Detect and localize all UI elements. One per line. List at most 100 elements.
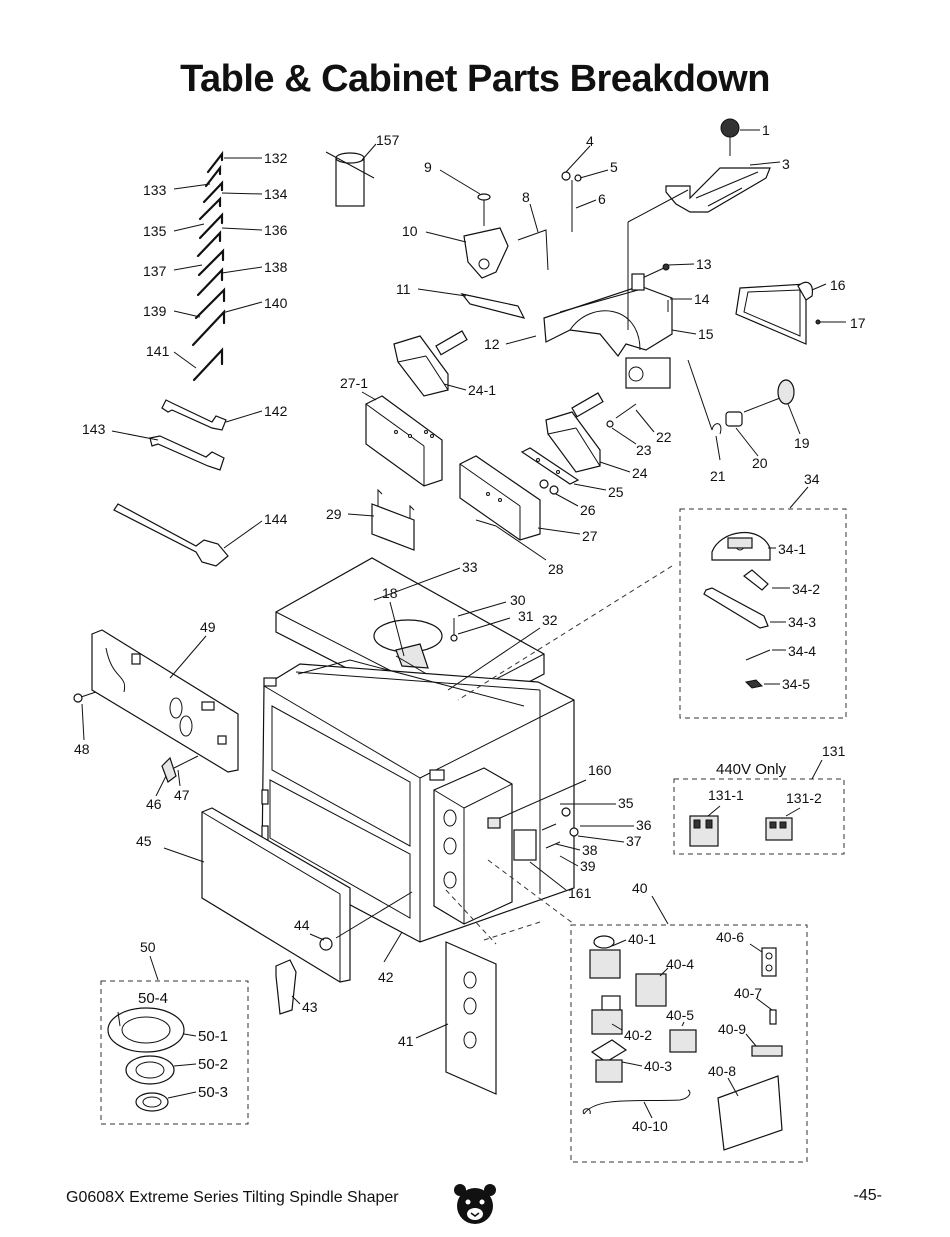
label-50-3: 50-3 [198,1084,228,1101]
voltage-note: 440V Only [716,761,787,778]
label-48: 48 [74,741,90,757]
part-157-cup [325,151,375,207]
parts-36-39-fasteners [513,807,579,861]
label-29: 29 [326,506,342,522]
label-21: 21 [710,468,726,484]
label-40-7: 40-7 [734,985,762,1001]
page-title: Table & Cabinet Parts Breakdown [180,58,770,100]
part-40-2-switch [591,995,623,1035]
label-38: 38 [582,842,598,858]
part-22-bolt [615,403,637,419]
part-34-2-handle [743,569,769,591]
part-34-1-miter-gauge [711,532,771,561]
part-131-2-relay [765,817,793,841]
label-8: 8 [522,189,530,205]
part-50-3-ring [135,1092,169,1112]
svg-text:136: 136 [264,222,288,238]
label-34-5: 34-5 [782,676,810,692]
label-34-3: 34-3 [788,614,816,630]
label-11: 11 [396,281,411,297]
label-49: 49 [200,619,216,635]
label-30: 30 [510,592,526,608]
part-34-3-bar [703,587,769,629]
label-34: 34 [804,471,820,487]
label-40-5: 40-5 [666,1007,694,1023]
part-24-1-fence [393,330,468,397]
part-40-6-indicator [761,947,777,977]
open-end-wrench-142 [161,399,227,431]
label-157: 157 [376,132,400,148]
label-24: 24 [632,465,648,481]
box-131 [673,778,845,855]
label-23: 23 [636,442,652,458]
label-34-2: 34-2 [792,581,820,597]
part-40-7-fuse [769,1009,777,1025]
label-12: 12 [484,336,500,352]
label-40-6: 40-6 [716,929,744,945]
open-end-wrench-143 [149,435,225,471]
label-1: 1 [762,122,770,138]
label-25: 25 [608,484,624,500]
label-142: 142 [264,403,288,419]
part-50-1-ring [107,1007,185,1053]
part-8-pin [517,229,549,271]
label-36: 36 [636,817,652,833]
hex-wrench-labels: 132 133 134 135 136 137 138 139 140 141 [143,150,288,359]
label-18: 18 [382,585,398,601]
label-3: 3 [782,156,790,172]
part-3-bracket [665,167,771,213]
part-50-2-ring [125,1055,175,1085]
label-40-3: 40-3 [644,1058,672,1074]
label-44: 44 [294,917,310,933]
label-15: 15 [698,326,714,342]
part-40-8-cover [717,1075,783,1151]
label-20: 20 [752,455,768,471]
label-37: 37 [626,833,642,849]
label-17: 17 [850,315,866,331]
part-41-panel [445,941,497,1095]
part-160-connector [487,817,501,829]
part-40-5-block [669,1029,697,1053]
part-34-4-pin [745,649,771,661]
label-40-9: 40-9 [718,1021,746,1037]
part-24-fence [545,392,604,473]
page-number: -45- [853,1187,882,1204]
box-34 [679,508,847,719]
svg-text:140: 140 [264,295,288,311]
part-10-bracket [463,227,509,279]
part-49-side-panel [91,629,239,773]
part-25-bar [520,447,580,485]
part-46-47-latch [161,755,199,783]
part-44-knob [319,937,333,951]
label-27-1: 27-1 [340,375,368,391]
label-34-1: 34-1 [778,541,806,557]
svg-text:134: 134 [264,186,288,202]
box-50 [100,980,249,1125]
part-28-screw [475,519,497,527]
part-40-3-switch [590,1039,628,1083]
part-19-knob [743,379,795,413]
part-16-guard [735,281,813,345]
hex-wrench-set [191,150,226,382]
label-6: 6 [598,191,606,207]
label-4: 4 [586,133,594,149]
part-27-board [459,455,541,541]
part-15-fence-frame [543,285,673,389]
footer-manual-title: G0608X Extreme Series Tilting Spindle Sh… [66,1189,399,1206]
svg-text:139: 139 [143,303,167,319]
label-42: 42 [378,969,394,985]
part-26-washers [539,479,559,495]
label-40-2: 40-2 [624,1027,652,1043]
label-43: 43 [302,999,318,1015]
label-41: 41 [398,1033,414,1049]
part-9-bolt [477,193,491,226]
part-43-bracket [275,959,297,1015]
label-28: 28 [548,561,564,577]
label-26: 26 [580,502,596,518]
part-40-9-terminal [751,1045,783,1057]
part-21-clip [711,423,722,435]
label-31: 31 [518,608,534,624]
label-13: 13 [696,256,712,272]
part-11-plate [460,293,526,319]
